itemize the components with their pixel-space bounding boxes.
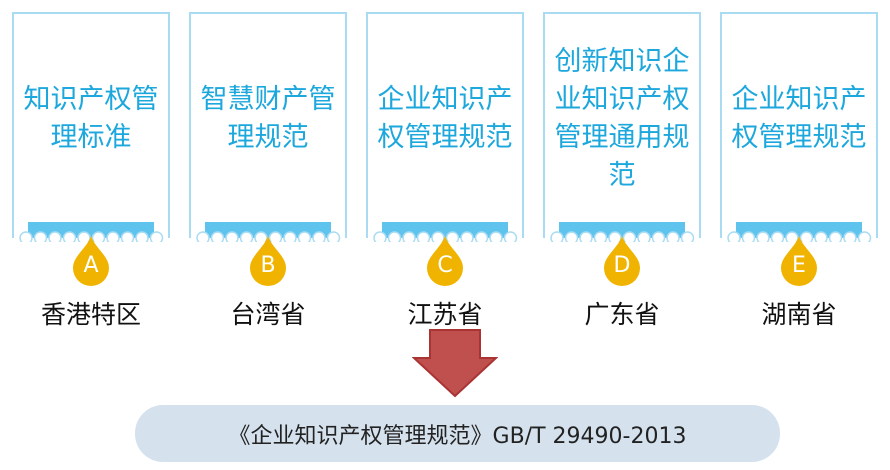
letter-label: D xyxy=(613,253,631,278)
scallop-edge xyxy=(19,231,164,242)
national-standard-pill: 《企业知识产权管理规范》GB/T 29490-2013 xyxy=(135,405,780,462)
down-arrow-icon xyxy=(412,329,498,398)
scallop-edge xyxy=(550,231,695,242)
letter-label: B xyxy=(260,253,276,278)
standard-card: 智慧财产管理规范 xyxy=(189,12,347,242)
letter-label: A xyxy=(83,253,99,278)
letter-drop-icon: B xyxy=(250,236,286,286)
letter-drop-icon: C xyxy=(427,236,463,286)
letter-label: E xyxy=(792,253,806,278)
letter-drop-icon: D xyxy=(604,236,640,286)
standard-title: 企业知识产权管理规范 xyxy=(377,84,513,153)
letter-label: C xyxy=(437,253,453,278)
standard-title: 企业知识产权管理规范 xyxy=(731,84,867,153)
scallop-edge xyxy=(373,231,518,242)
standard-title: 智慧财产管理规范 xyxy=(200,84,336,153)
standard-card: 知识产权管理标准 xyxy=(12,12,170,242)
standard-card: 企业知识产权管理规范 xyxy=(366,12,524,242)
scallop-edge xyxy=(727,231,872,242)
standard-card: 创新知识企业知识产权管理通用规范 xyxy=(543,12,701,242)
letter-drop-icon: A xyxy=(73,236,109,286)
standard-title: 知识产权管理标准 xyxy=(23,84,159,153)
national-standard-label: 《企业知识产权管理规范》GB/T 29490-2013 xyxy=(228,423,687,449)
standard-title: 创新知识企业知识产权管理通用规范 xyxy=(554,46,690,191)
region-label: 广东省 xyxy=(584,300,660,329)
scallop-edge xyxy=(196,231,341,242)
letter-drop-icon: E xyxy=(781,236,817,286)
region-label: 香港特区 xyxy=(40,300,141,329)
region-label: 湖南省 xyxy=(761,300,837,329)
region-label: 台湾省 xyxy=(230,300,306,329)
standard-card: 企业知识产权管理规范 xyxy=(720,12,878,242)
region-label: 江苏省 xyxy=(407,300,483,329)
